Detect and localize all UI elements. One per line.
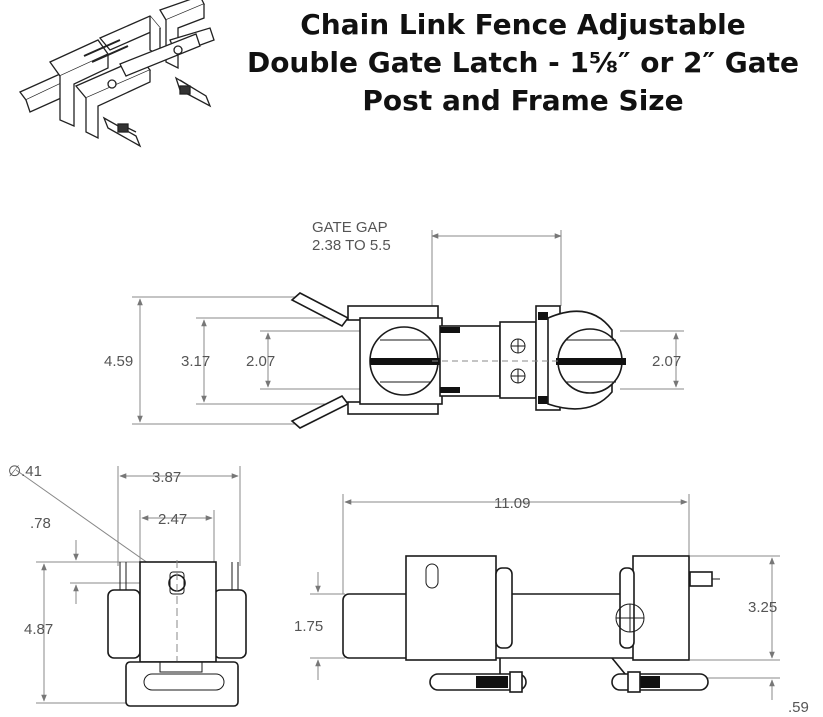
title-line-3: Post and Frame Size [362,84,684,117]
side-hole-offset-label: .78 [30,515,51,532]
gate-gap-label: GATE GAP [312,219,388,236]
product-title: Chain Link Fence Adjustable Double Gate … [238,6,808,120]
side-hole-diameter-label: ∅.41 [8,463,42,480]
side-overall-height-label: 4.87 [24,621,53,638]
top-post-right-label: 2.07 [652,353,681,370]
top-post-left-label: 2.07 [246,353,275,370]
front-overall-length-label: 11.09 [494,495,530,512]
gate-gap-range: 2.38 TO 5.5 [312,237,391,254]
side-overall-width-label: 3.87 [152,469,181,486]
front-bar-height-label: 1.75 [294,618,323,635]
title-line-1: Chain Link Fence Adjustable [300,8,746,41]
front-bracket-height-label: 3.25 [748,599,777,616]
front-bolt-offset-label: .59 [788,699,809,716]
side-inner-width-label: 2.47 [158,511,187,528]
title-line-2: Double Gate Latch - 1⅝″ or 2″ Gate [246,46,800,79]
front-view-drawing: 11.09 1.75 3.25 .59 [294,494,809,716]
top-inner-height-label: 3.17 [181,353,210,370]
top-view-drawing: GATE GAP 2.38 TO 5.5 4.59 3.17 2.07 2.07 [104,219,684,429]
side-view-drawing: ∅.41 3.87 2.47 .78 4.87 [8,463,247,707]
top-overall-height-label: 4.59 [104,353,133,370]
latch-isometric-illustration [18,0,215,148]
